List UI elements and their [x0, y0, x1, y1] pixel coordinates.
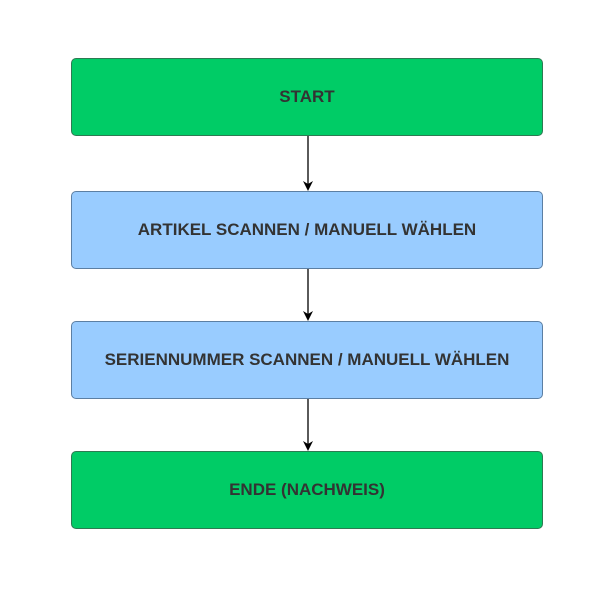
flow-node-seriennummer: SERIENNUMMER SCANNEN / MANUELL WÄHLEN — [71, 321, 543, 399]
flow-node-seriennummer-label: SERIENNUMMER SCANNEN / MANUELL WÄHLEN — [104, 350, 510, 369]
flow-node-artikel: ARTIKEL SCANNEN / MANUELL WÄHLEN — [71, 191, 543, 269]
flow-node-ende: ENDE (NACHWEIS) — [71, 451, 543, 529]
flow-node-start: START — [71, 58, 543, 136]
flow-node-ende-label: ENDE (NACHWEIS) — [229, 480, 385, 499]
flow-node-start-label: START — [279, 87, 335, 106]
flow-node-artikel-label: ARTIKEL SCANNEN / MANUELL WÄHLEN — [137, 220, 477, 239]
